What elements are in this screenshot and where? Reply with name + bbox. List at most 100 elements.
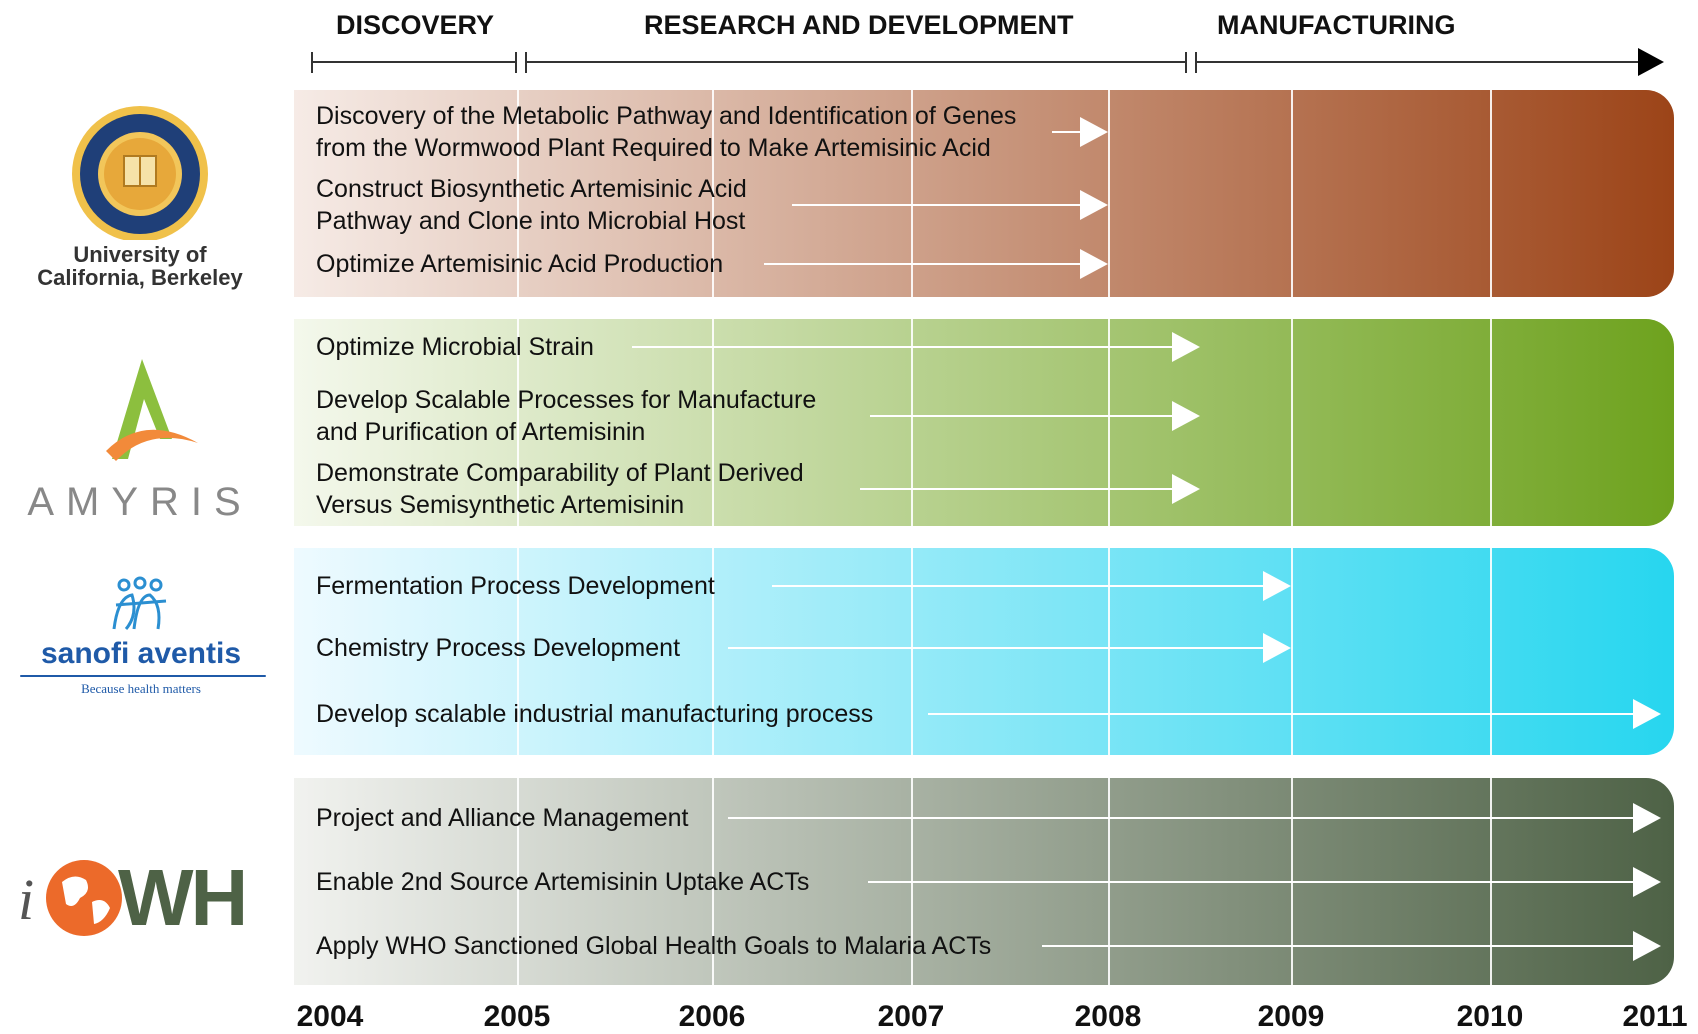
panel-1: Discovery of the Metabolic Pathway and I… [294, 90, 1674, 297]
year-label-2008: 2008 [1074, 1000, 1142, 1033]
year-label-2004: 2004 [296, 1000, 364, 1033]
year-gridline [1108, 548, 1110, 755]
task-label: Enable 2nd Source Artemisinin Uptake ACT… [316, 866, 809, 898]
task-label-line: Optimize Artemisinic Acid Production [316, 250, 724, 278]
year-gridline [1108, 319, 1110, 526]
task-arrow-shaft [764, 263, 1082, 265]
sanofi-tagline: Because health matters [81, 681, 201, 696]
task-label-line: Fermentation Process Development [316, 572, 715, 600]
sanofi-logo: sanofi aventis Because health matters [6, 575, 276, 705]
task-arrow-head [1080, 249, 1108, 279]
year-gridline [517, 90, 519, 297]
year-label-2007: 2007 [877, 1000, 945, 1033]
task-arrow-head [1080, 190, 1108, 220]
iowh-wh: WH [118, 853, 248, 942]
year-gridline [1490, 90, 1492, 297]
panel-background [294, 90, 1674, 297]
task-arrow-head [1633, 867, 1661, 897]
phase-label-discovery: DISCOVERY [336, 10, 495, 40]
task-arrow-shaft [728, 647, 1265, 649]
task-arrow-head [1171, 401, 1200, 431]
year-gridline [712, 548, 714, 755]
year-label-2005: 2005 [483, 1000, 551, 1033]
year-gridline [1108, 90, 1110, 297]
iowh-logo: i WH [18, 848, 258, 948]
year-gridline [1291, 319, 1293, 526]
task-label: Optimize Microbial Strain [316, 331, 594, 363]
year-gridline [712, 90, 714, 297]
year-gridline [517, 778, 519, 985]
task-label-line: Chemistry Process Development [316, 634, 681, 662]
amyris-a-icon [106, 359, 198, 461]
task-arrow-head [1171, 474, 1200, 504]
task-label-line: Develop scalable industrial manufacturin… [316, 700, 874, 728]
task-label: Optimize Artemisinic Acid Production [316, 248, 723, 280]
panel-background [294, 319, 1674, 526]
task-arrow-shaft [632, 346, 1174, 348]
iowh-i: i [18, 867, 35, 932]
task-arrow-head [1633, 803, 1661, 833]
year-gridline [1490, 548, 1492, 755]
task-arrow-shaft [860, 488, 1174, 490]
globe-icon [46, 860, 122, 936]
year-label-2009: 2009 [1257, 1000, 1325, 1033]
task-arrow-head [1263, 571, 1291, 601]
task-label-line: Demonstrate Comparability of Plant Deriv… [316, 459, 804, 487]
year-gridline [517, 319, 519, 526]
task-arrow-head [1080, 117, 1108, 147]
task-arrow-shaft [772, 585, 1265, 587]
ucb-name-line1: University of [73, 242, 207, 267]
year-gridline [517, 548, 519, 755]
year-gridline [911, 319, 913, 526]
task-arrow-shaft [728, 817, 1635, 819]
phase-label-manufacturing: MANUFACTURING [1217, 10, 1456, 40]
task-label-line: and Purification of Artemisinin [316, 418, 646, 446]
task-arrow-head [1171, 332, 1200, 362]
task-label: Develop Scalable Processes for Manufactu… [316, 384, 816, 448]
task-arrow-shaft [1042, 945, 1635, 947]
year-label-2006: 2006 [678, 1000, 746, 1033]
panel-background [294, 548, 1674, 755]
task-label-line: from the Wormwood Plant Required to Make… [316, 134, 991, 162]
task-label-line: Apply WHO Sanctioned Global Health Goals… [316, 932, 992, 960]
year-gridline [712, 778, 714, 985]
year-gridline [911, 90, 913, 297]
year-label-2010: 2010 [1456, 1000, 1524, 1033]
task-label: Project and Alliance Management [316, 802, 688, 834]
task-label: Discovery of the Metabolic Pathway and I… [316, 100, 1016, 164]
task-label: Apply WHO Sanctioned Global Health Goals… [316, 930, 991, 962]
task-label: Chemistry Process Development [316, 632, 680, 664]
task-label-line: Construct Biosynthetic Artemisinic Acid [316, 175, 747, 203]
task-label-line: Enable 2nd Source Artemisinin Uptake ACT… [316, 868, 810, 896]
task-label: Develop scalable industrial manufacturin… [316, 698, 873, 730]
ucb-name-line2: California, Berkeley [37, 265, 243, 290]
task-label-line: Project and Alliance Management [316, 804, 689, 832]
task-label: Fermentation Process Development [316, 570, 715, 602]
phase-label-research: RESEARCH AND DEVELOPMENT [644, 10, 1074, 40]
task-label-line: Optimize Microbial Strain [316, 333, 594, 361]
sanofi-name: sanofi aventis [40, 637, 242, 670]
task-arrow-head [1263, 633, 1291, 663]
year-gridline [1291, 548, 1293, 755]
task-label-line: Develop Scalable Processes for Manufactu… [316, 386, 817, 414]
task-label-line: Pathway and Clone into Microbial Host [316, 207, 746, 235]
year-gridline [1490, 319, 1492, 526]
year-gridline [1291, 90, 1293, 297]
task-arrow-shaft [868, 881, 1635, 883]
task-arrow-shaft [870, 415, 1174, 417]
sanofi-swoosh [20, 675, 266, 677]
task-label-line: Versus Semisynthetic Artemisinin [316, 491, 685, 519]
task-arrow-shaft [928, 713, 1635, 715]
phase-timeline-arrow [311, 48, 1664, 76]
task-arrow-shaft [1052, 131, 1082, 133]
sanofi-figures-icon [112, 576, 167, 630]
ucb-seal-icon [72, 106, 208, 240]
ucb-logo: University of California, Berkeley [20, 100, 260, 300]
amyris-logo: AMYRIS [20, 355, 260, 525]
task-arrow-shaft [792, 204, 1082, 206]
task-label: Demonstrate Comparability of Plant Deriv… [316, 457, 804, 521]
task-label-line: Discovery of the Metabolic Pathway and I… [316, 102, 1017, 130]
